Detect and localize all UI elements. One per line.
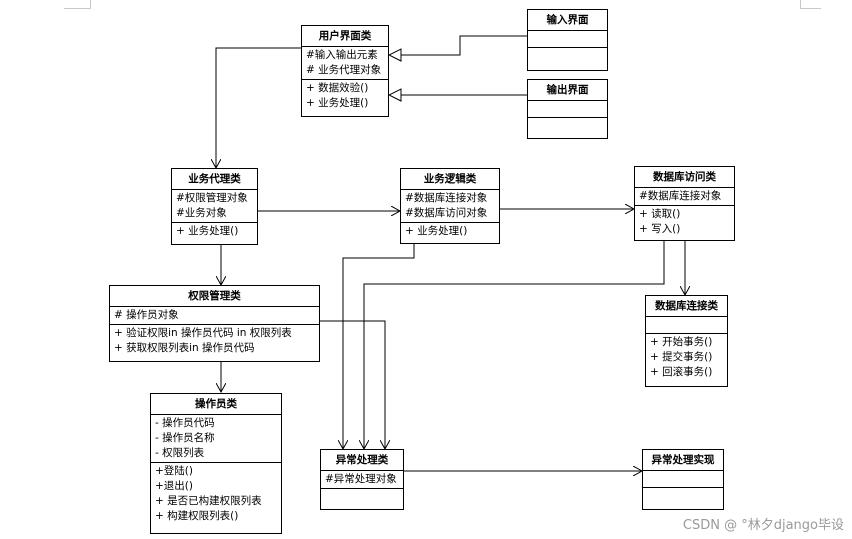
class-operations xyxy=(321,489,403,505)
operation: + 数据效验() xyxy=(306,82,369,94)
operation: + 开始事务() xyxy=(650,336,713,348)
class-title: 异常处理类 xyxy=(321,450,403,471)
class-operations: + 业务处理() xyxy=(172,223,257,240)
attribute: #业务对象 xyxy=(176,207,227,219)
operation: + 验证权限in 操作员代码 in 权限列表 xyxy=(114,327,292,339)
operation: + 读取() xyxy=(639,208,681,220)
operation: + 业务处理() xyxy=(176,225,239,237)
class-operations: + 开始事务() + 提交事务() + 回滚事务() xyxy=(646,334,727,381)
class-attributes: #异常处理对象 xyxy=(321,471,403,489)
class-input-ui[interactable]: 输入界面 xyxy=(527,9,608,71)
assoc-user-ui-to-biz-proxy xyxy=(216,47,301,168)
class-title: 异常处理实现 xyxy=(643,450,723,471)
class-attributes: #权限管理对象 #业务对象 xyxy=(172,190,257,223)
assoc-biz-logic-to-exception xyxy=(343,244,415,449)
attribute: #数据库连接对象 xyxy=(639,190,722,202)
operation: +退出() xyxy=(155,480,193,492)
class-title: 数据库连接类 xyxy=(646,296,727,317)
operation: + 业务处理() xyxy=(405,225,468,237)
operation: +登陆() xyxy=(155,465,193,477)
class-attributes xyxy=(528,101,607,118)
class-db-connection[interactable]: 数据库连接类 + 开始事务() + 提交事务() + 回滚事务() xyxy=(645,295,728,387)
crop-mark-left xyxy=(64,0,91,9)
attribute: #输入输出元素 xyxy=(306,49,378,61)
class-title: 操作员类 xyxy=(151,394,281,415)
class-operations: + 验证权限in 操作员代码 in 权限列表 + 获取权限列表in 操作员代码 xyxy=(110,325,319,357)
class-title: 用户界面类 xyxy=(302,26,388,47)
class-title: 业务代理类 xyxy=(172,169,257,190)
attribute: #权限管理对象 xyxy=(176,192,248,204)
class-operations xyxy=(528,48,607,64)
watermark: CSDN @ °林夕django毕设 xyxy=(682,518,844,533)
class-title: 输出界面 xyxy=(528,80,607,101)
class-db-access[interactable]: 数据库访问类 #数据库连接对象 + 读取() + 写入() xyxy=(634,166,735,241)
operation: + 业务处理() xyxy=(306,97,369,109)
class-business-proxy[interactable]: 业务代理类 #权限管理对象 #业务对象 + 业务处理() xyxy=(171,168,258,245)
class-output-ui[interactable]: 输出界面 xyxy=(527,79,608,139)
attribute: #数据库连接对象 xyxy=(405,192,488,204)
attribute: #数据库访问对象 xyxy=(405,207,488,219)
class-exception-handler[interactable]: 异常处理类 #异常处理对象 xyxy=(320,449,404,510)
class-operations: + 业务处理() xyxy=(401,223,499,240)
class-attributes xyxy=(643,471,723,488)
operation: + 提交事务() xyxy=(650,351,713,363)
assoc-db-access-to-exception xyxy=(364,241,665,449)
class-operations xyxy=(528,118,607,134)
operation: + 获取权限列表in 操作员代码 xyxy=(114,342,255,354)
attribute: - 操作员名称 xyxy=(155,432,215,444)
class-attributes: - 操作员代码 - 操作员名称 - 权限列表 xyxy=(151,415,281,463)
class-operations: + 读取() + 写入() xyxy=(635,206,734,238)
operation: + 构建权限列表() xyxy=(155,510,239,522)
operation: + 写入() xyxy=(639,223,681,235)
attribute: # 业务代理对象 xyxy=(306,64,382,76)
class-attributes xyxy=(528,31,607,48)
class-attributes xyxy=(646,317,727,334)
class-operations: +登陆() +退出() + 是否已构建权限列表 + 构建权限列表() xyxy=(151,463,281,525)
class-operations xyxy=(643,488,723,504)
assoc-perm-mgr-to-exception xyxy=(320,320,385,449)
class-operations: + 数据效验() + 业务处理() xyxy=(302,80,388,112)
operation: + 回滚事务() xyxy=(650,366,713,378)
class-title: 权限管理类 xyxy=(110,286,319,307)
class-attributes: #输入输出元素 # 业务代理对象 xyxy=(302,47,388,80)
class-title: 业务逻辑类 xyxy=(401,169,499,190)
attribute: - 操作员代码 xyxy=(155,417,215,429)
class-title: 数据库访问类 xyxy=(635,167,734,188)
class-operator[interactable]: 操作员类 - 操作员代码 - 操作员名称 - 权限列表 +登陆() +退出() … xyxy=(150,393,282,534)
class-business-logic[interactable]: 业务逻辑类 #数据库连接对象 #数据库访问对象 + 业务处理() xyxy=(400,168,500,244)
operation: + 是否已构建权限列表 xyxy=(155,495,262,507)
class-exception-impl[interactable]: 异常处理实现 xyxy=(642,449,724,510)
attribute: - 权限列表 xyxy=(155,447,205,459)
class-title: 输入界面 xyxy=(528,10,607,31)
class-attributes: # 操作员对象 xyxy=(110,307,319,325)
crop-mark-right xyxy=(800,0,821,9)
class-permission-manager[interactable]: 权限管理类 # 操作员对象 + 验证权限in 操作员代码 in 权限列表 + 获… xyxy=(109,285,320,362)
class-attributes: #数据库连接对象 #数据库访问对象 xyxy=(401,190,499,223)
attribute: # 操作员对象 xyxy=(114,309,179,321)
inherit-input-to-user-ui xyxy=(389,35,527,55)
class-attributes: #数据库连接对象 xyxy=(635,188,734,206)
class-user-ui[interactable]: 用户界面类 #输入输出元素 # 业务代理对象 + 数据效验() + 业务处理() xyxy=(301,25,389,117)
attribute: #异常处理对象 xyxy=(325,473,397,485)
